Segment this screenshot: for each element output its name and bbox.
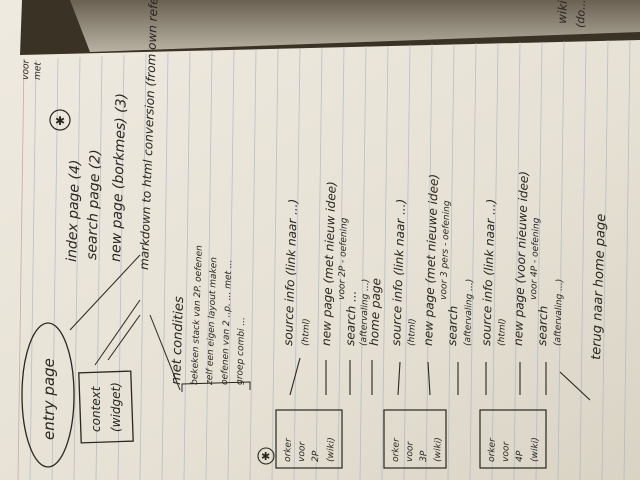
svg-text:4P: 4P	[515, 450, 525, 462]
flow-9-b: voor 4P - oefening	[529, 217, 542, 300]
flow-8-a: source info (link naar ...)	[479, 199, 498, 347]
index-page-heading: index page (4)	[64, 159, 84, 262]
flow-2-a: new page (met nieuw idee)	[319, 181, 339, 346]
flow-8-b: (html)	[497, 318, 508, 346]
top-scrawl-2: (do...)	[574, 0, 588, 28]
top-scrawl-3: voor	[21, 58, 32, 80]
svg-text:orker: orker	[487, 437, 498, 462]
condition-note-1: bekeken stack van 2P. oefenen	[190, 245, 205, 385]
flow-10-a: search	[535, 306, 550, 347]
flow-arrows	[289, 357, 591, 401]
star-icon-2: ✱	[261, 450, 270, 463]
top-scrawl-4: met	[33, 61, 44, 80]
flow-1-a: source info (link naar ...)	[281, 199, 300, 347]
footer-home-link: terug naar home page	[589, 214, 609, 361]
svg-text:3P: 3P	[419, 450, 429, 462]
flow-7-b: (aftervaling ...)	[463, 279, 475, 346]
left-box-3: orker voor 4P (wiki)	[479, 409, 547, 469]
context-label: context	[89, 385, 103, 432]
new-page-heading: new page (borkmes) (3)	[108, 93, 130, 262]
opposite-page	[70, 0, 640, 52]
met-condities-heading: met condities	[169, 296, 187, 385]
svg-text:(wiki): (wiki)	[530, 437, 541, 462]
context-widget-box	[78, 370, 134, 444]
flow-6-a: new page (met nieuwe idee)	[421, 174, 441, 346]
star-circle	[257, 447, 275, 465]
entry-page-ellipse	[21, 322, 75, 468]
svg-text:voor: voor	[297, 440, 308, 462]
flow-5-b: (html)	[407, 318, 418, 346]
top-scrawl-1: wiki	[555, 0, 570, 24]
svg-text:voor: voor	[501, 440, 512, 462]
widget-label: (widget)	[109, 382, 123, 432]
svg-text:(wiki): (wiki)	[433, 437, 444, 462]
search-page-heading: search page (2)	[84, 149, 104, 260]
flow-6-b: voor 3 pers - oefening	[439, 200, 452, 300]
star-circle-top	[49, 109, 71, 131]
svg-text:orker: orker	[391, 437, 402, 462]
connector-lines	[69, 254, 181, 391]
margin-line	[17, 59, 25, 480]
svg-text:2P: 2P	[311, 450, 321, 462]
flow-4-a: home page	[367, 278, 383, 346]
svg-text:orker: orker	[283, 437, 294, 462]
ruled-lines	[29, 39, 631, 480]
condition-note-2: zelf een eigen layout maken	[205, 257, 220, 387]
flow-7-a: search	[445, 306, 460, 347]
flow-3-b: (aftervaling ...)	[359, 279, 371, 346]
flow-1-b: (html)	[301, 318, 312, 346]
flow-5-a: source info (link naar ...)	[389, 199, 408, 347]
condition-bracket	[181, 381, 251, 392]
condition-note-3: oefenen van 2 ..p. ... met ...	[220, 259, 234, 385]
flow-10-b: (aftervaling ...)	[553, 279, 565, 346]
star-icon: ✱	[55, 114, 65, 128]
flow-3-a: search ...	[343, 290, 359, 346]
flow-2-b: voor 2P - oefening	[337, 217, 350, 300]
condition-note-4: groep combi ...	[235, 317, 247, 385]
left-box-2: orker voor 3P (wiki)	[383, 409, 447, 469]
left-box-1: orker voor 2P (wiki)	[275, 409, 343, 469]
entry-page-label: entry page	[40, 358, 58, 440]
svg-text:voor: voor	[405, 440, 416, 462]
flow-9-a: new page (voor nieuwe idee)	[511, 171, 531, 346]
svg-text:(wiki): (wiki)	[326, 437, 337, 462]
